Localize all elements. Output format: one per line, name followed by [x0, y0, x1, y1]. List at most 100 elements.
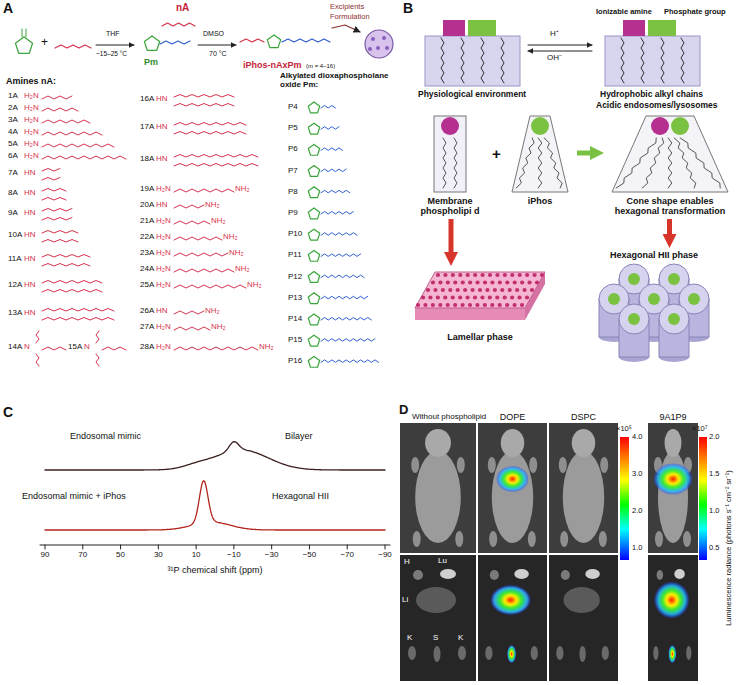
- node-label: Membrane phospholipi d: [408, 196, 492, 217]
- condition-text: 70 °C: [209, 50, 227, 58]
- list-heading: Alkylated dioxaphospholane oxide Pm:: [280, 72, 398, 90]
- amine-chain: [42, 198, 66, 201]
- kidney: [686, 646, 691, 660]
- ring-symbol: [308, 123, 319, 134]
- color-bar: [620, 437, 629, 560]
- signal-blob: [654, 582, 689, 618]
- compound-number: 13A: [8, 309, 22, 318]
- organ-photo: [400, 555, 476, 681]
- step-label: Formulation: [330, 13, 370, 21]
- lung: [585, 569, 600, 579]
- lipid-head-dot: [438, 280, 442, 284]
- color-bar: [699, 437, 707, 560]
- lipid-head-dot: [490, 280, 494, 284]
- compound-number: 22A: [140, 233, 154, 242]
- alkyl-chain: [321, 296, 368, 299]
- kidney: [408, 646, 416, 660]
- panel-letter: B: [403, 1, 413, 16]
- lipid-head-dot: [495, 295, 499, 299]
- lipid-head-dot: [466, 273, 470, 277]
- compound-number: 28A: [140, 343, 154, 352]
- cone-lipid-shape: [606, 112, 734, 194]
- condition-text: Acidic endosomes/lysosomes: [596, 101, 717, 110]
- amine-chain: [42, 255, 90, 258]
- lipid-head-dot: [532, 273, 536, 277]
- water-core: [628, 273, 640, 285]
- atom-label: NH₂: [235, 265, 250, 274]
- lipid-body: [425, 36, 520, 86]
- tick-label: −30: [265, 551, 279, 560]
- compound-number: 1A: [8, 92, 18, 101]
- compound-number: P8: [288, 188, 298, 197]
- double-bond: [22, 29, 23, 37]
- ring-symbol: [308, 293, 319, 304]
- lipid-head-dot: [498, 280, 502, 284]
- tick-label: −50: [303, 551, 317, 560]
- amine-chain: [174, 237, 222, 240]
- alkyl-chain: [668, 138, 672, 188]
- lipid-head-dot: [488, 273, 492, 277]
- signal-blob: [507, 645, 516, 663]
- scale-label: ×10⁵: [616, 425, 632, 433]
- tick-label: 4.0: [632, 433, 642, 441]
- cylinder-face: [619, 304, 649, 334]
- lipid-head-dot: [500, 288, 504, 292]
- lipid-head-dot: [453, 280, 457, 284]
- lipid-head-dot: [478, 288, 482, 292]
- photo-ground: [549, 555, 618, 681]
- node-label-group: Without phospholipid: [400, 412, 476, 423]
- amine-chain: [174, 269, 234, 272]
- amine-chain: [42, 309, 114, 312]
- spectrum-label: Bilayer: [285, 432, 313, 442]
- lipid-head-dot: [503, 295, 507, 299]
- tick-label: 2.0: [709, 433, 719, 441]
- list-heading: Amines nA:: [6, 77, 56, 87]
- node-label-group: iPhos: [505, 112, 575, 206]
- compound-number: 20A: [140, 201, 154, 210]
- amine-chain: [42, 281, 102, 284]
- cone-outline: [612, 116, 728, 192]
- lipid-head-dot: [458, 295, 462, 299]
- axis-tick: [347, 545, 348, 549]
- amine-chain: [96, 331, 99, 343]
- lipid-head-dot: [433, 288, 437, 292]
- lung: [440, 569, 456, 579]
- atom-label: H₂N: [24, 128, 39, 137]
- mouse-head: [665, 429, 682, 457]
- alkyl-chain: [321, 190, 350, 193]
- node-label: DSPC: [549, 412, 618, 422]
- atom-label: HN: [24, 281, 36, 290]
- ring-symbol: [267, 35, 280, 48]
- lipid-head-dot: [485, 288, 489, 292]
- tick-label: 3.0: [632, 470, 642, 478]
- amine-chain: [174, 95, 234, 98]
- atom-label: HN: [24, 209, 36, 218]
- axis-tick: [271, 545, 272, 549]
- axis-tick: [158, 545, 159, 549]
- alkyl-chain: [516, 138, 534, 188]
- amine-chain: [42, 218, 72, 221]
- lipid-head-dot: [428, 295, 432, 299]
- alkyl-chain: [321, 148, 343, 151]
- cone-outline: [512, 116, 568, 192]
- compound-number: P16: [288, 357, 302, 366]
- tick-label: 70: [78, 551, 87, 560]
- mouse-leg: [655, 531, 663, 547]
- lipid-head-dot: [495, 273, 499, 277]
- compound-number: 18A: [140, 155, 154, 164]
- amine-chain: [240, 39, 264, 42]
- node-label-group: Lamellar phase: [410, 268, 550, 342]
- amine-chain: [36, 331, 39, 343]
- mouse-leg: [528, 531, 536, 547]
- amine-chain: [42, 96, 72, 99]
- axis-tick: [233, 545, 234, 549]
- amine-head: [623, 20, 645, 36]
- compound-number: 24A: [140, 265, 154, 274]
- lipid-head-dot: [505, 280, 509, 284]
- condition-text: DMSO: [203, 30, 224, 38]
- compound-number: 9A: [8, 209, 18, 218]
- membrane-outline: [434, 116, 466, 192]
- reagent-label: H⁺: [550, 30, 559, 39]
- scale-label: ×10⁷: [692, 425, 707, 433]
- lipid-head-dot: [512, 303, 516, 307]
